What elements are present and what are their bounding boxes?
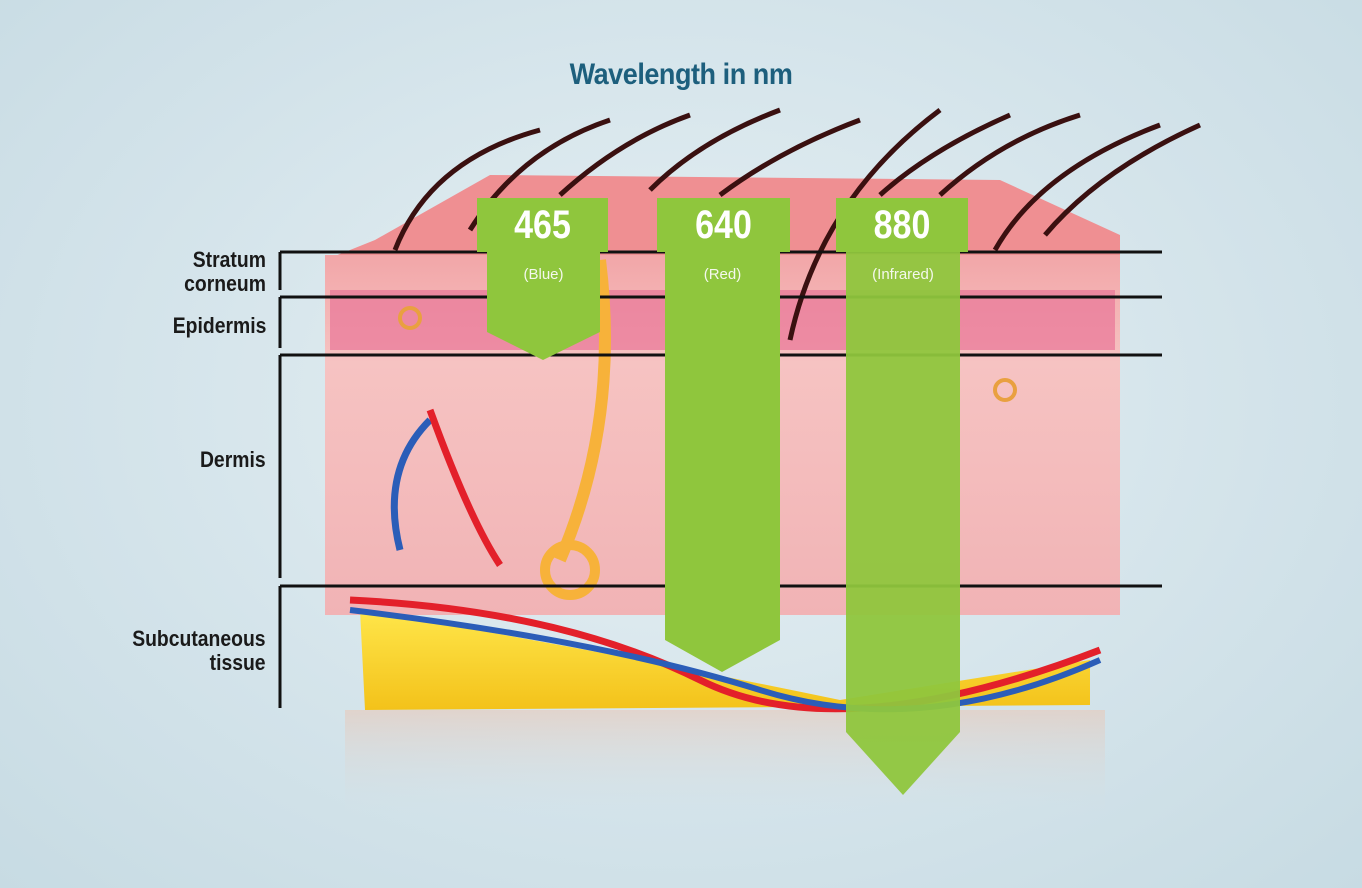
arrow-infrared-header (836, 198, 968, 252)
receptor (398, 306, 422, 330)
label-line: Epidermis (172, 313, 266, 338)
arrow-red (665, 252, 780, 672)
label-line: Subcutaneous (132, 626, 266, 651)
wavelength-value: 640 (695, 203, 752, 247)
wavelength-name: (Red) (703, 266, 742, 283)
label-line: tissue (210, 650, 266, 675)
blood-vessel (426, 408, 503, 567)
sweat-gland (540, 540, 600, 600)
label-line: corneum (184, 271, 266, 296)
nerve (554, 259, 611, 563)
receptor (993, 378, 1017, 402)
wavelength-name: (Blue) (523, 266, 564, 283)
arrow-infrared (846, 252, 960, 795)
hairs (392, 107, 1202, 341)
blood-vessel (390, 417, 433, 551)
arrow-blue-header (477, 198, 608, 252)
diagram-title: Wavelength in nm (569, 58, 793, 91)
subcutaneous-fat (360, 610, 1090, 710)
wavelength-value: 880 (873, 203, 931, 247)
layer-label-stratum-corneum: Stratum corneum (184, 248, 266, 296)
layer-label-epidermis: Epidermis (172, 314, 266, 338)
layer-label-subcutaneous: Subcutaneous tissue (133, 627, 266, 675)
layer-label-dermis: Dermis (200, 448, 266, 472)
arrow-blue (487, 252, 600, 360)
arrow-red-header (657, 198, 790, 252)
blood-vessel (349, 607, 1102, 713)
wavelength-name: (Infrared) (872, 266, 934, 283)
wavelength-value: 465 (514, 203, 571, 247)
label-line: Dermis (200, 447, 266, 472)
label-line: Stratum (192, 247, 266, 272)
reflection (345, 710, 1105, 820)
